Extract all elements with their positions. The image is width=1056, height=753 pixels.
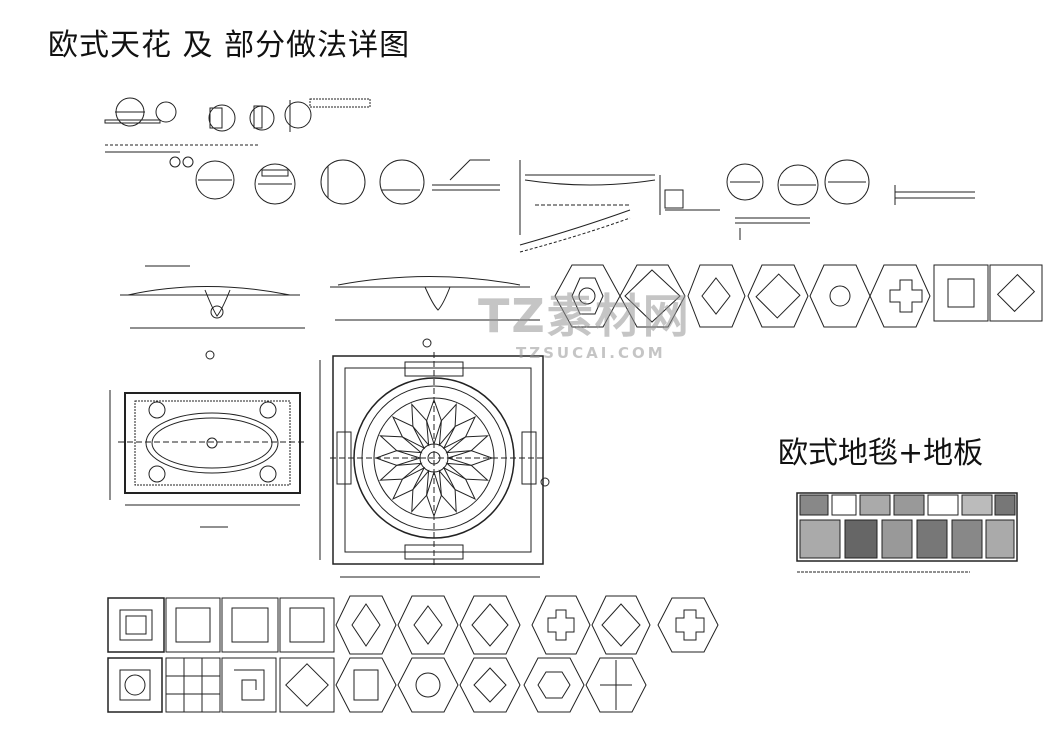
rosette-petal [445, 435, 489, 454]
rosette-petal [411, 403, 430, 447]
rosette-petal [379, 435, 423, 454]
pattern-tiles-bottom-row-2 [107, 657, 647, 713]
rosette-petal [438, 403, 457, 447]
rosette-ceiling-plan [319, 352, 550, 578]
rosette-petal [442, 415, 477, 450]
carpet-section-title: 欧式地毯+地板 [778, 436, 984, 471]
rosette-petal [445, 462, 489, 481]
sheet-title: 欧式天花 及 部分做法详图 [48, 28, 411, 63]
pattern-tiles-row-top [554, 264, 1043, 328]
rosette-petal [442, 466, 477, 501]
rosette-petal [438, 469, 457, 513]
detail-sections-top-left [104, 97, 500, 205]
rosette-petal [391, 415, 426, 450]
ceiling-section-left [120, 265, 305, 329]
ceiling-section-right [330, 276, 540, 348]
rosette-petal [391, 466, 426, 501]
oval-ceiling-plan [109, 350, 306, 528]
detail-sections-top-right [519, 159, 975, 253]
carpet-floor-plan [796, 492, 1018, 573]
rosette-petal [379, 462, 423, 481]
pattern-tiles-bottom-row-1 [107, 595, 719, 655]
rosette-petal [411, 469, 430, 513]
